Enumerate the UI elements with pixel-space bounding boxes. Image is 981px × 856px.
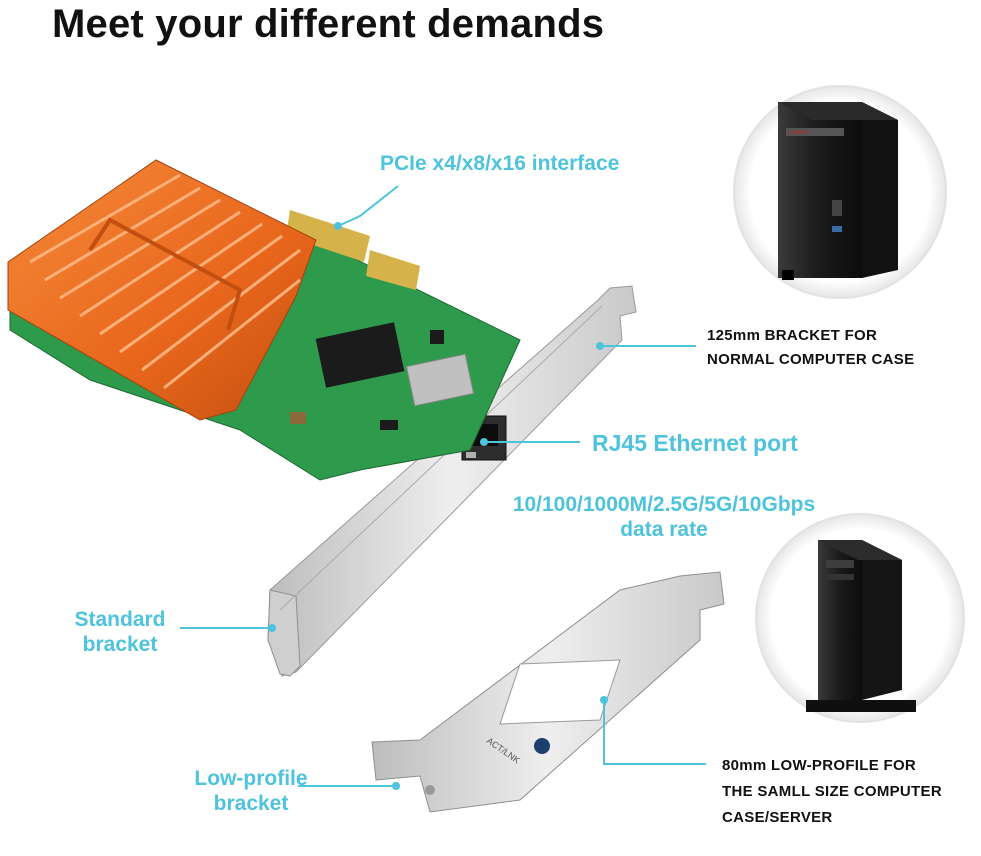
pcie-connector <box>286 210 370 262</box>
lowprofile-bracket-label: Low-profile bracket <box>178 766 324 816</box>
standard-bracket-label: Standard bracket <box>56 607 184 657</box>
low-profile-bracket: ACT/LNK <box>371 571 725 813</box>
bracket80-note-line3: CASE/SERVER <box>722 809 833 826</box>
page-title: Meet your different demands <box>52 2 605 46</box>
standard-bracket <box>267 285 637 677</box>
bracket80-callout-line <box>603 700 706 765</box>
standard-bracket-line1: Standard <box>74 608 166 631</box>
tower-brand-text: Lenovo <box>789 130 809 136</box>
bracket125-note-line2: NORMAL COMPUTER CASE <box>707 351 915 368</box>
pcie-callout-line <box>337 185 399 227</box>
data-rate-line2: data rate <box>620 518 708 541</box>
bracket80-note-line1: 80mm LOW-PROFILE FOR <box>722 757 917 774</box>
lowprofile-bracket-line2: bracket <box>213 792 289 815</box>
standard-bracket-line2: bracket <box>82 633 158 656</box>
pc-tower-slim-icon <box>806 540 916 712</box>
heatsink <box>7 159 317 421</box>
rj45-port-label: RJ45 Ethernet port <box>592 430 798 456</box>
bracket125-note: 125mm BRACKET FOR NORMAL COMPUTER CASE <box>707 324 914 372</box>
pcie-interface-label: PCIe x4/x8/x16 interface <box>380 152 620 175</box>
controller-chip-icon <box>315 322 405 388</box>
rj45-jack-housing <box>405 353 475 407</box>
pc-tower-normal-icon: Lenovo <box>778 102 898 280</box>
data-rate-line1: 10/100/1000M/2.5G/5G/10Gbps <box>512 493 816 516</box>
bracket125-note-line1: 125mm BRACKET FOR <box>707 327 878 344</box>
data-rate-label: 10/100/1000M/2.5G/5G/10Gbps data rate <box>486 492 842 542</box>
lowprofile-bracket-line1: Low-profile <box>194 767 308 790</box>
tower-circle-small <box>755 513 965 723</box>
bracket80-note-line2: THE SAMLL SIZE COMPUTER <box>722 783 942 800</box>
tower-circle-large: Lenovo <box>733 85 947 299</box>
bracket80-note: 80mm LOW-PROFILE FOR THE SAMLL SIZE COMP… <box>722 753 942 831</box>
